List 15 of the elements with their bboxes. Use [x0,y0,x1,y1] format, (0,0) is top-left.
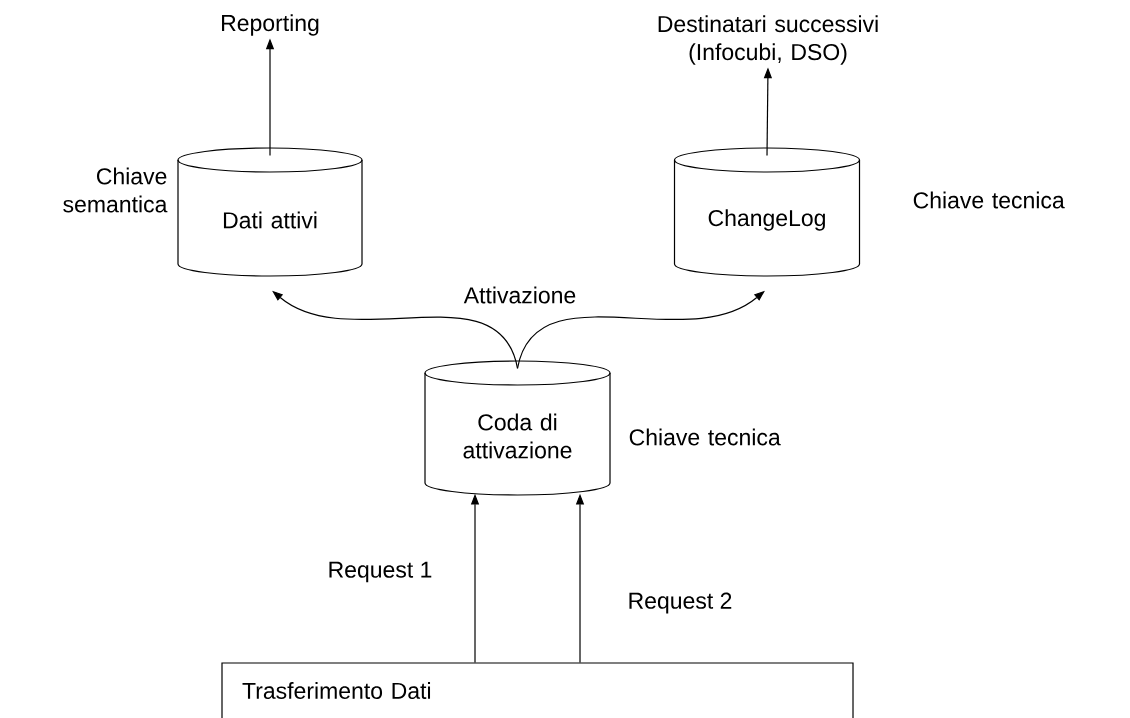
side-label: Chiave tecnica [913,191,1065,209]
node-label: Coda di attivazione [463,413,572,459]
text-label: Reporting [222,14,319,36]
cylinder: Coda di attivazione [424,360,611,496]
side-label: Chiave tecnica [629,428,781,446]
node-label: ChangeLog [708,209,825,231]
side-label: Chiave semantica [63,167,168,213]
edge-label: Request 1 [329,561,432,583]
process-box: Trasferimento Dati [221,662,854,718]
text-label: Destinatari successivi (Infocubi, DSO) [658,15,878,65]
edge-label: Request 2 [629,592,732,614]
node-label: Dati attivi [223,211,317,229]
cylinder: ChangeLog [673,147,861,277]
cylinder: Dati attivi [177,147,363,277]
text-label: Attivazione [463,286,576,304]
